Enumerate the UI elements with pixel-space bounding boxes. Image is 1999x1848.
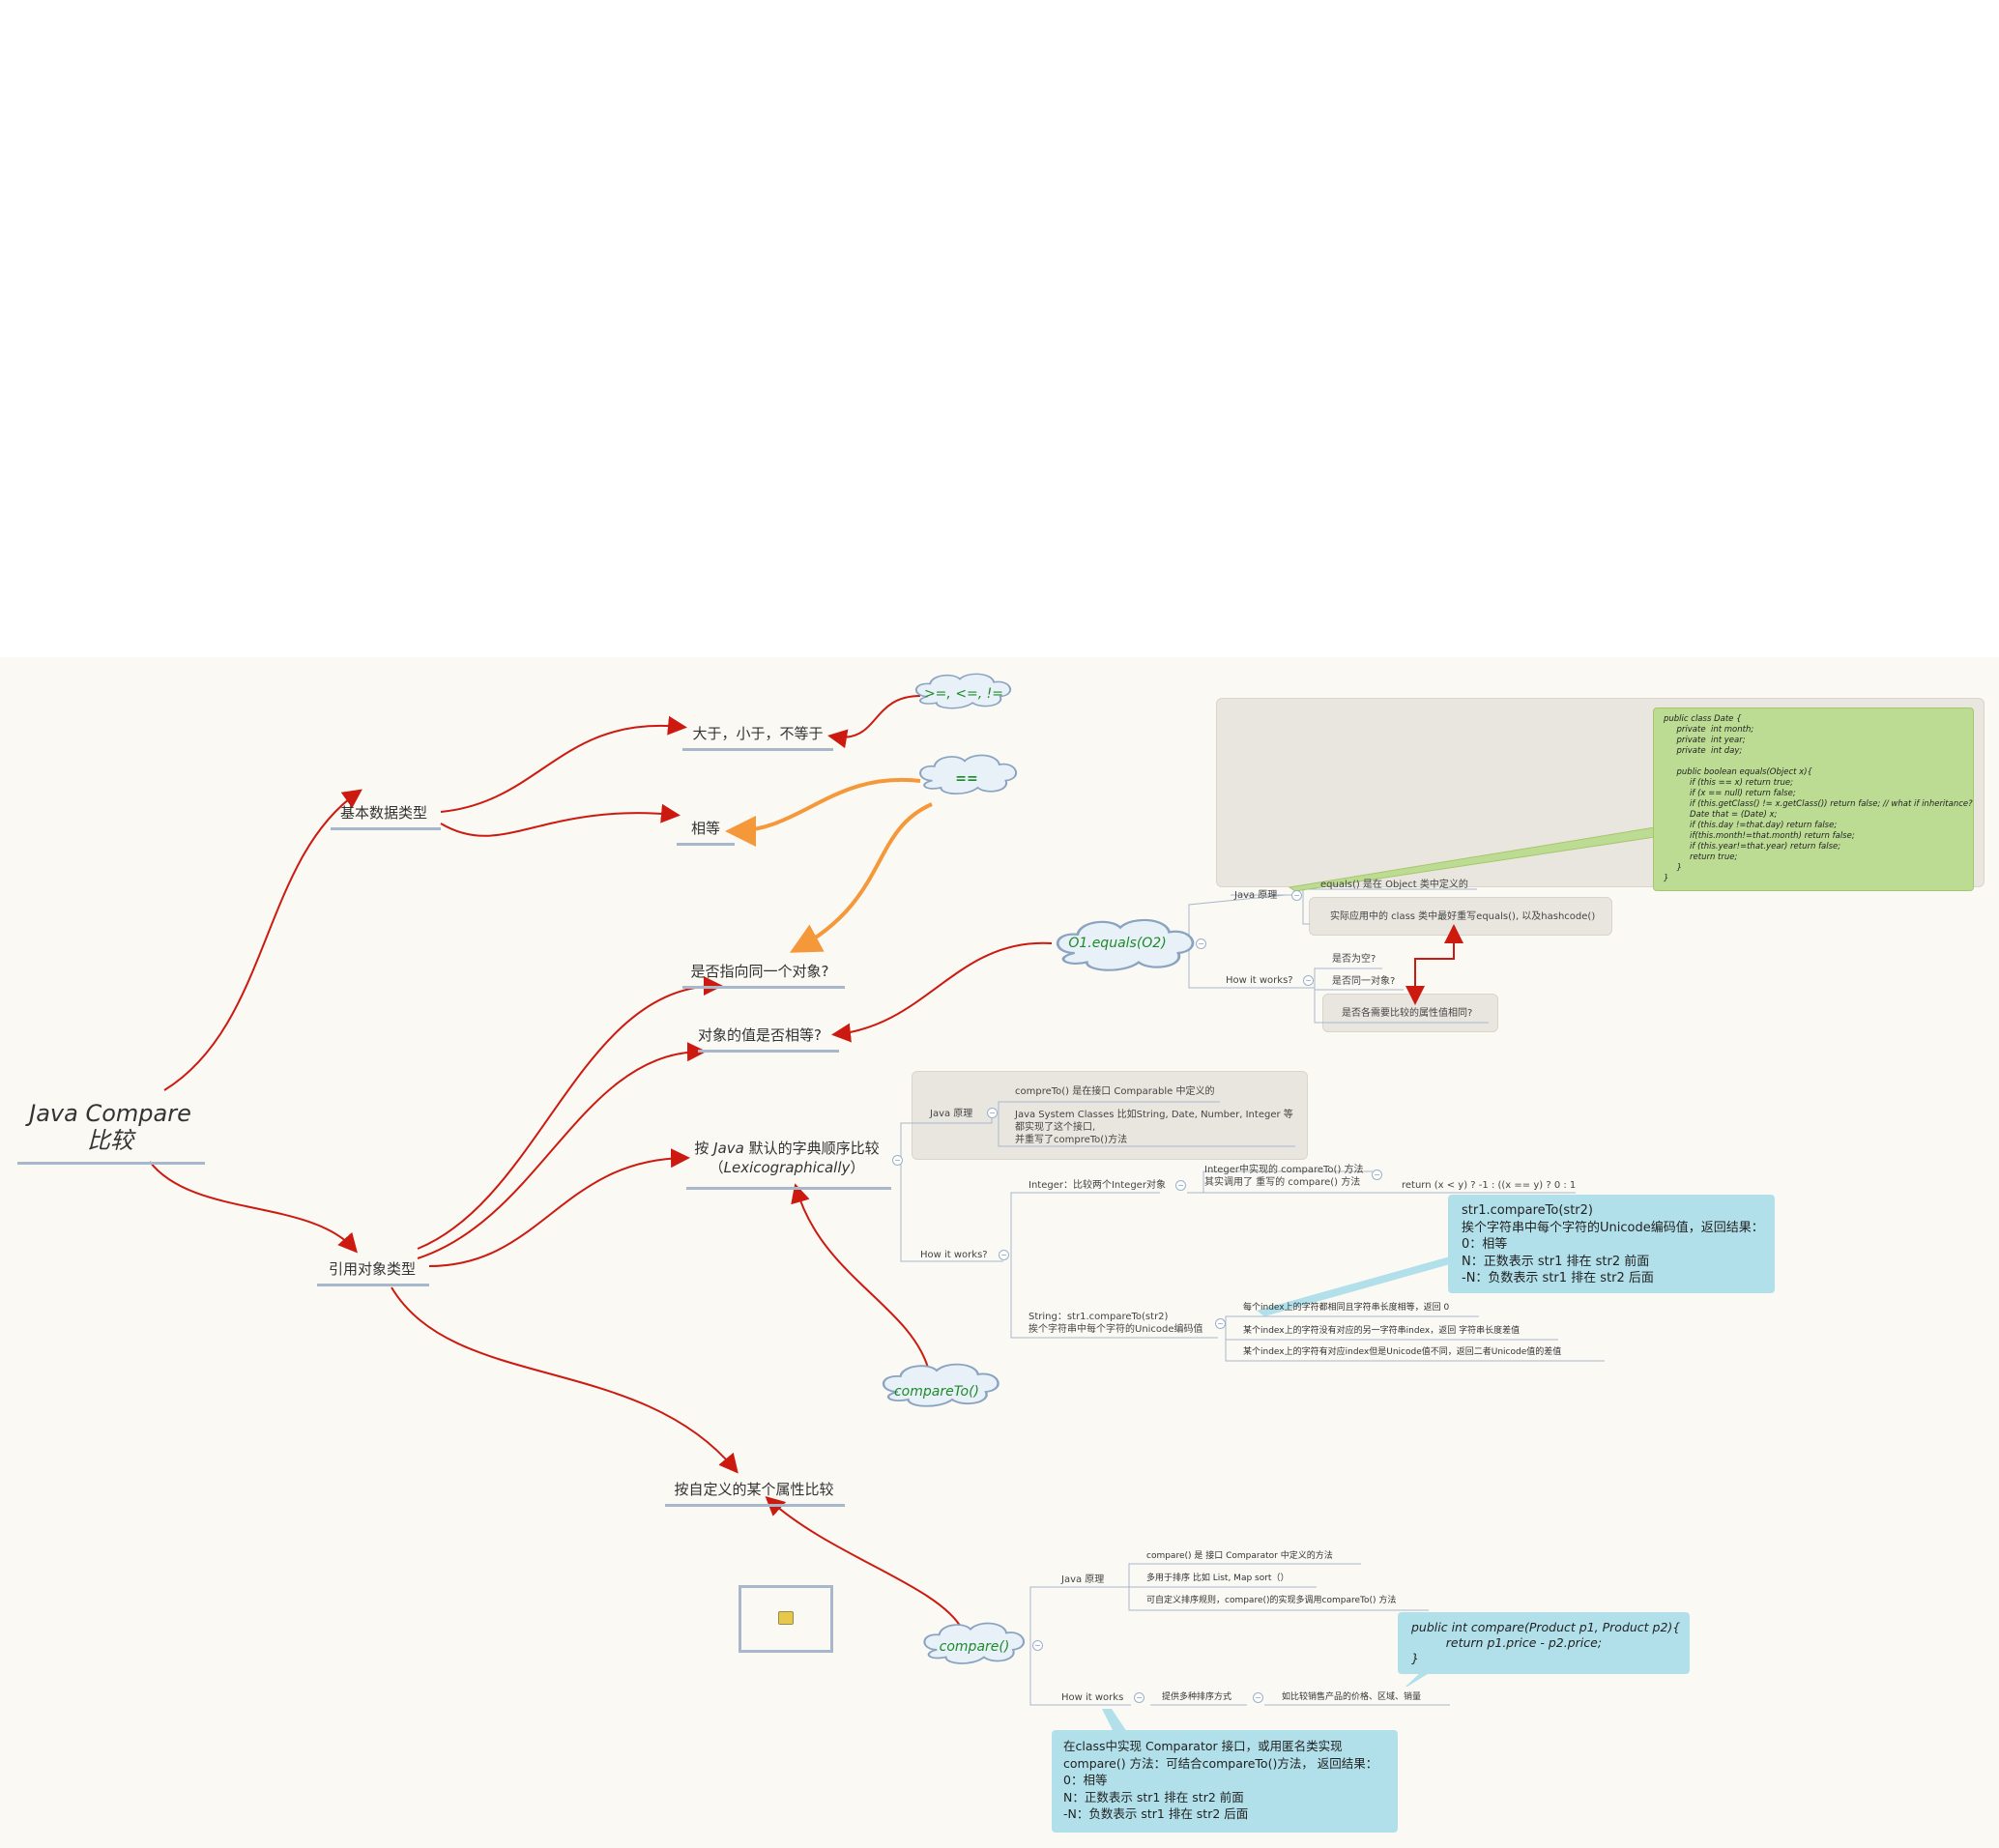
compareTo-principle-toggle[interactable]: −	[987, 1108, 998, 1118]
compareTo-integer-impl-toggle[interactable]: −	[1372, 1169, 1382, 1180]
compare-result-note[interactable]: 在class中实现 Comparator 接口，或用匿名类实现 compare(…	[1052, 1730, 1398, 1833]
compare-used-for-sort[interactable]: 多用于排序 比如 List, Map sort（）	[1146, 1574, 1289, 1583]
branch-reference[interactable]: 引用对象类型	[328, 1260, 416, 1278]
compareTo-how-toggle[interactable]: −	[999, 1250, 1009, 1260]
equals-code-note[interactable]: public class Date { private int month; p…	[1653, 707, 1974, 891]
compareTo-string-case-2[interactable]: 某个index上的字符没有对应的另一字符串index，返回 字符串长度差值	[1243, 1326, 1521, 1336]
compareTo-string-label[interactable]: String：str1.compareTo(str2) 挨个字符串中每个字符的U…	[1028, 1312, 1203, 1335]
root-title-line1: Java Compare	[29, 1100, 191, 1127]
compareTo-integer-return[interactable]: return (x < y) ? -1 : ((x == y) ? 0 : 1	[1402, 1180, 1577, 1191]
compare-result-text: 在class中实现 Comparator 接口，或用匿名类实现 compare(…	[1063, 1739, 1378, 1821]
equals-is-null[interactable]: 是否为空?	[1332, 954, 1376, 965]
root-title-line2: 比较	[87, 1127, 133, 1154]
compare-code-text: public int compare(Product p1, Product p…	[1411, 1620, 1681, 1665]
compare-collapse-toggle[interactable]: −	[1032, 1640, 1043, 1651]
equals-defined-in-object[interactable]: equals() 是在 Object 类中定义的	[1320, 880, 1468, 890]
compare-java-principle[interactable]: Java 原理	[1061, 1574, 1105, 1585]
equals-is-same[interactable]: 是否同一对象?	[1332, 976, 1396, 987]
topic-lexicographic[interactable]: 按 Java 默认的字典顺序比较 （Lexicographically）	[694, 1140, 880, 1176]
compare-code-note[interactable]: public int compare(Product p1, Product p…	[1398, 1612, 1690, 1674]
root-underline	[17, 1162, 205, 1165]
compare-how-toggle[interactable]: −	[1134, 1692, 1144, 1703]
topic-custom-attr-underline	[665, 1504, 845, 1507]
topic-lexicographic-underline	[686, 1187, 891, 1190]
topic-equal[interactable]: 相等	[690, 820, 720, 837]
compareTo-string-toggle[interactable]: −	[1215, 1318, 1226, 1329]
equals-attrs-equal[interactable]: 是否各需要比较的属性值相同?	[1342, 1008, 1473, 1019]
compareTo-string-case-1[interactable]: 每个index上的字符都相同且字符串长度相等，返回 0	[1243, 1303, 1450, 1313]
topic-gt-lt-ne-underline	[682, 748, 833, 751]
equals-code-text: public class Date { private int month; p…	[1664, 714, 1973, 883]
cloud-eq-label[interactable]: ==	[955, 771, 978, 787]
equals-collapse-toggle[interactable]: −	[1196, 938, 1206, 949]
topic-value-equal-underline	[698, 1050, 839, 1053]
compareTo-how-it-works[interactable]: How it works?	[920, 1250, 988, 1260]
pencil-image-icon	[778, 1611, 794, 1625]
compare-how-it-works[interactable]: How it works	[1061, 1692, 1124, 1703]
branch-primitive-underline	[331, 827, 441, 830]
cloud-ops-label[interactable]: >=, <=, !=	[923, 686, 1004, 702]
compareTo-integer-label[interactable]: Integer：比较两个Integer对象	[1028, 1180, 1166, 1191]
compareTo-integer-impl[interactable]: Integer中实现的 compareTo() 方法 其实调用了 重写的 com…	[1204, 1165, 1364, 1188]
cloud-equals-label[interactable]: O1.equals(O2)	[1068, 936, 1167, 951]
connector-layer	[149, 673, 1656, 1732]
equals-java-principle[interactable]: Java 原理	[1234, 890, 1278, 901]
compare-example[interactable]: 如比较销售产品的价格、区域、销量	[1282, 1692, 1422, 1702]
compare-multiple-toggle[interactable]: −	[1253, 1692, 1263, 1703]
topic-value-equal[interactable]: 对象的值是否相等?	[698, 1026, 822, 1044]
compareTo-result-text: str1.compareTo(str2) 挨个字符串中每个字符的Unicode编…	[1462, 1203, 1764, 1285]
topic-same-object-underline	[682, 986, 845, 989]
compareTo-integer-toggle[interactable]: −	[1175, 1180, 1186, 1191]
compare-defined-in-comparator[interactable]: compare() 是 接口 Comparator 中定义的方法	[1146, 1551, 1333, 1561]
topic-equal-underline	[677, 843, 735, 846]
cloud-compare-label[interactable]: compare()	[939, 1639, 1010, 1655]
compareTo-system-classes[interactable]: Java System Classes 比如String, Date, Numb…	[1015, 1110, 1293, 1145]
topic-same-object[interactable]: 是否指向同一个对象?	[690, 963, 829, 980]
branch-primitive[interactable]: 基本数据类型	[339, 804, 427, 822]
equals-override-tip[interactable]: 实际应用中的 class 类中最好重写equals(), 以及hashcode(…	[1330, 911, 1596, 922]
root-topic[interactable]: Java Compare 比较	[17, 1100, 203, 1154]
equals-how-toggle[interactable]: −	[1303, 975, 1314, 986]
compareTo-java-principle[interactable]: Java 原理	[930, 1109, 973, 1119]
topic-gt-lt-ne[interactable]: 大于，小于，不等于	[692, 725, 824, 742]
compareTo-defined-in-comparable[interactable]: compreTo() 是在接口 Comparable 中定义的	[1015, 1086, 1215, 1097]
topic-custom-attr[interactable]: 按自定义的某个属性比较	[674, 1481, 834, 1498]
compareTo-principle-box	[912, 1071, 1308, 1160]
compare-multiple-sort[interactable]: 提供多种排序方式	[1162, 1692, 1232, 1702]
equals-principle-toggle[interactable]: −	[1291, 890, 1302, 901]
cloud-compareTo-label[interactable]: compareTo()	[893, 1384, 980, 1400]
mind-map-canvas[interactable]: Java Compare 比较 基本数据类型 引用对象类型 大于，小于，不等于 …	[0, 657, 1999, 1848]
compareTo-string-case-3[interactable]: 某个index上的字符有对应index但是Unicode值不同，返回二者Unic…	[1243, 1347, 1562, 1357]
equals-how-it-works[interactable]: How it works?	[1226, 975, 1293, 986]
topic-image-frame[interactable]	[739, 1585, 833, 1653]
compare-custom-rule[interactable]: 可自定义排序规则，compare()的实现多调用compareTo() 方法	[1146, 1596, 1397, 1605]
compareTo-result-note[interactable]: str1.compareTo(str2) 挨个字符串中每个字符的Unicode编…	[1448, 1195, 1775, 1293]
branch-reference-underline	[317, 1284, 429, 1286]
compareTo-collapse-toggle[interactable]: −	[892, 1155, 903, 1166]
